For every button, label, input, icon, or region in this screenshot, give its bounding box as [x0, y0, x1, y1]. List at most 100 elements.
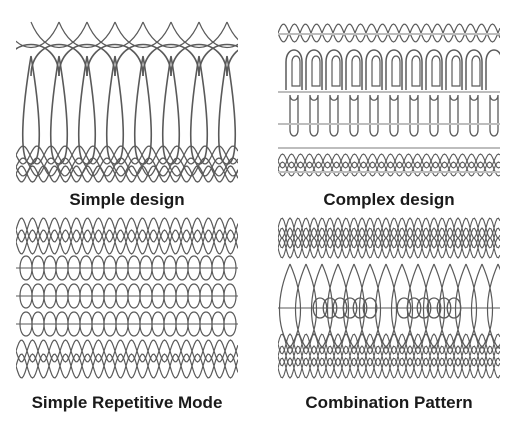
mesh-arch — [114, 43, 172, 77]
mesh-loop — [55, 255, 69, 281]
mesh-lattice — [278, 23, 500, 43]
mesh-loop — [391, 55, 401, 87]
mesh-loop — [489, 94, 499, 137]
mesh-lattice — [16, 217, 238, 243]
mesh-loop — [55, 311, 69, 337]
mesh-loop — [352, 297, 368, 319]
mesh-loop — [67, 255, 81, 281]
mesh-arch — [465, 49, 483, 90]
mesh-loop — [223, 283, 237, 309]
mesh-loop — [349, 94, 359, 137]
mesh-loop — [19, 283, 33, 309]
mesh-arch — [365, 49, 383, 90]
mesh-lattice — [16, 157, 238, 177]
mesh-arch — [142, 43, 200, 77]
mesh-arch — [425, 49, 443, 90]
caption-combination-pattern: Combination Pattern — [305, 393, 473, 412]
mesh-lattice — [278, 217, 500, 239]
mesh-loop — [326, 263, 350, 350]
mesh-loop — [470, 263, 494, 350]
mesh-loop — [199, 311, 213, 337]
mesh-lattice — [278, 153, 500, 169]
caption-simple-design: Simple design — [69, 190, 185, 209]
mesh-lattice — [16, 339, 238, 363]
mesh-loop — [103, 283, 117, 309]
mesh-loop — [139, 255, 153, 281]
mesh-loop — [322, 297, 338, 319]
mesh-loop — [211, 255, 225, 281]
mesh-loop — [409, 94, 419, 137]
mesh-loop — [31, 311, 45, 337]
mesh-loop — [163, 311, 177, 337]
mesh-loop — [342, 297, 358, 319]
mesh-loop — [151, 311, 165, 337]
mesh-loop — [351, 55, 361, 87]
mesh-arch — [226, 49, 238, 77]
mesh-loop — [411, 55, 421, 87]
mesh-arch — [485, 49, 500, 90]
mesh-loop — [199, 255, 213, 281]
mesh-lattice — [16, 229, 238, 255]
mesh-loop — [139, 283, 153, 309]
mesh-loop — [67, 283, 81, 309]
mesh-lattice — [278, 217, 500, 239]
mesh-loop — [390, 263, 414, 350]
mesh-lattice — [16, 145, 238, 165]
mesh-loop — [175, 283, 189, 309]
mesh-loop — [103, 311, 117, 337]
mesh-lattice — [278, 357, 500, 379]
mesh-arch — [114, 21, 172, 48]
mesh-loop — [374, 263, 398, 350]
mesh-loop — [127, 255, 141, 281]
mesh-lattice — [16, 229, 238, 255]
mesh-loop — [31, 283, 45, 309]
mesh-arch — [86, 21, 144, 48]
mesh-loop — [342, 263, 366, 350]
mesh-arch — [170, 21, 228, 48]
mesh-loop — [79, 283, 93, 309]
mesh-loop — [55, 283, 69, 309]
mesh-arch — [385, 49, 403, 90]
mesh-loop — [429, 94, 439, 137]
mesh-arch — [58, 21, 116, 48]
mesh-lattice — [16, 145, 238, 165]
mesh-lattice — [278, 227, 500, 249]
mesh-loop — [406, 263, 430, 350]
mesh-loop — [371, 55, 381, 87]
mesh-lattice — [278, 345, 500, 367]
mesh-arch — [305, 49, 323, 90]
pattern-panel-repetitive — [16, 216, 238, 380]
combination-pattern-graphic — [278, 217, 500, 379]
mesh-loop — [396, 297, 412, 319]
mesh-loop — [358, 263, 382, 350]
mesh-arch — [30, 43, 88, 77]
pattern-panel-combination — [278, 216, 500, 380]
pattern-panel-simple — [16, 16, 238, 184]
mesh-arch — [30, 21, 88, 48]
mesh-arch — [405, 49, 423, 90]
pattern-panel-complex — [278, 20, 500, 180]
simple-repetitive-mode-graphic — [16, 217, 238, 379]
mesh-loop — [454, 263, 478, 350]
mesh-arch — [16, 43, 60, 77]
mesh-loop — [369, 94, 379, 137]
mesh-lattice — [16, 165, 238, 183]
mesh-loop — [416, 297, 432, 319]
mesh-loop — [309, 94, 319, 137]
mesh-lattice — [278, 333, 500, 355]
mesh-loop — [389, 94, 399, 137]
mesh-loop — [469, 94, 479, 137]
mesh-loop — [436, 297, 452, 319]
mesh-arch — [170, 43, 228, 77]
mesh-loop — [19, 311, 33, 337]
mesh-lattice — [16, 353, 238, 379]
mesh-loop — [223, 255, 237, 281]
mesh-loop — [79, 311, 93, 337]
mesh-loop — [406, 297, 422, 319]
mesh-arch — [345, 49, 363, 90]
mesh-loop — [438, 263, 462, 350]
mesh-lattice — [278, 345, 500, 367]
mesh-lattice — [278, 357, 500, 379]
mesh-loop — [139, 311, 153, 337]
mesh-loop — [187, 283, 201, 309]
